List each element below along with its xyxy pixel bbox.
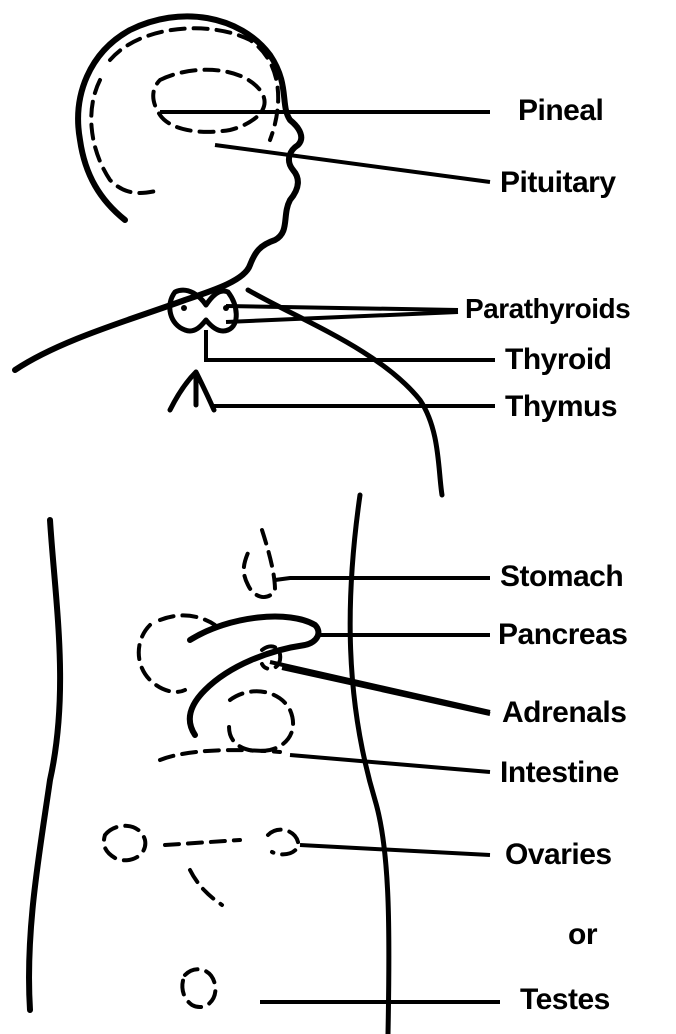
liver-outline: [139, 615, 215, 692]
leader-parathyroids-a: [226, 306, 458, 310]
label-testes: Testes: [520, 985, 610, 1015]
intestine-organ: [229, 691, 293, 751]
pelvis-dash: [165, 840, 240, 905]
head-outline: [15, 16, 301, 370]
label-parathyroids: Parathyroids: [465, 295, 630, 323]
label-pituitary: Pituitary: [500, 168, 616, 198]
intestine-lower: [160, 750, 280, 760]
label-ovaries: Ovaries: [505, 840, 612, 870]
label-thyroid: Thyroid: [505, 345, 612, 375]
label-pineal: Pineal: [518, 96, 603, 126]
parathyroid-dot-1: [181, 305, 187, 311]
leader-stomach: [275, 578, 490, 580]
leader-pituitary: [215, 145, 490, 182]
stomach-organ: [244, 530, 275, 597]
leader-intestine: [290, 755, 490, 772]
leader-parathyroids-b: [226, 312, 458, 322]
thymus-gland: [170, 372, 214, 410]
torso-left-outline: [29, 520, 60, 1010]
label-pancreas: Pancreas: [498, 620, 627, 650]
ovary-left: [104, 826, 145, 860]
pancreas-organ: [190, 617, 319, 735]
testes-organ: [182, 969, 215, 1007]
label-stomach: Stomach: [500, 562, 623, 592]
leader-ovaries: [300, 845, 490, 855]
label-thymus: Thymus: [505, 392, 617, 422]
label-or: or: [568, 920, 597, 950]
leader-adrenals-b: [282, 668, 490, 714]
label-intestine: Intestine: [500, 758, 619, 788]
leader-adrenals-a: [270, 662, 490, 712]
ovary-right: [268, 830, 298, 855]
brain-region: [153, 70, 264, 132]
label-adrenals: Adrenals: [502, 698, 626, 728]
